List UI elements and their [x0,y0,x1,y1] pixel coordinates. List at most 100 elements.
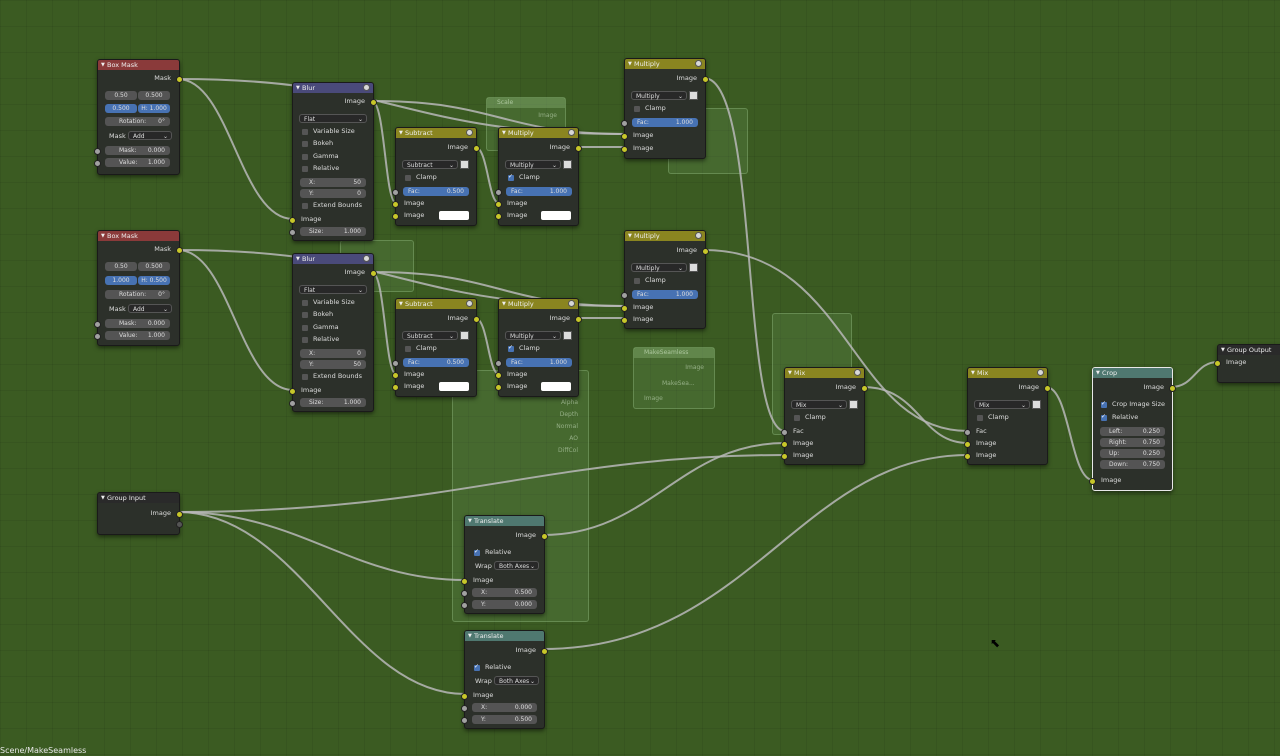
multiply-node-2[interactable]: ▼Multiply Image Multiply⌄ Clamp Fac:1.00… [495,298,582,397]
mask-type-select[interactable]: Add⌄ [128,304,172,313]
image-input-2-socket[interactable] [964,453,971,460]
rotation-field[interactable]: Rotation:0° [105,117,170,126]
image-input-2-socket[interactable] [781,453,788,460]
size-input-field[interactable]: Size:1.000 [300,398,366,407]
image-input-1-socket[interactable] [495,372,502,379]
blend-mode-select[interactable]: Multiply⌄ [505,160,561,169]
value-input-field[interactable]: Value:1.000 [105,331,170,340]
image-input-1-socket[interactable] [621,133,628,140]
value-input-socket[interactable] [94,160,101,167]
image-output-socket[interactable] [473,145,480,152]
mask-output-socket[interactable] [176,247,183,254]
translate-x-socket[interactable] [461,705,468,712]
translate-x-socket[interactable] [461,590,468,597]
empty-output-socket[interactable] [176,521,183,528]
blend-mode-select[interactable]: Mix⌄ [791,400,847,409]
collapse-triangle-icon[interactable]: ▼ [468,633,472,639]
fac-input-socket[interactable] [495,360,502,367]
crop-down-field[interactable]: Down:0.750 [1100,460,1165,469]
blend-mode-select[interactable]: Subtract⌄ [402,331,458,340]
relative-checkbox[interactable] [1101,413,1107,421]
translate-y-socket[interactable] [461,602,468,609]
collapse-triangle-icon[interactable]: ▼ [101,62,105,68]
value-input-socket[interactable] [94,333,101,340]
fac-field[interactable]: Fac:1.000 [506,187,572,196]
collapse-triangle-icon[interactable]: ▼ [101,233,105,239]
mix-node-2[interactable]: ▼Mix Image Mix⌄ Clamp Fac Image Image [964,367,1051,465]
subtract-header[interactable]: ▼Subtract [396,128,476,138]
fac-input-socket[interactable] [392,360,399,367]
mask-input-field[interactable]: Mask:0.000 [105,319,170,328]
image-output-socket[interactable] [575,145,582,152]
box-mask-header[interactable]: ▼Box Mask [98,231,179,241]
preview-toggle-icon[interactable] [1037,369,1044,376]
relative-checkbox[interactable] [302,337,308,343]
translate-x-field[interactable]: X:0.000 [472,703,537,712]
multiply-header[interactable]: ▼Multiply [625,59,705,69]
group-input-node[interactable]: ▼Group Input Image [97,492,183,535]
image-input-socket[interactable] [289,217,296,224]
translate-y-socket[interactable] [461,717,468,724]
collapse-triangle-icon[interactable]: ▼ [502,130,506,136]
box-y-field[interactable]: 0.500 [138,91,170,100]
crop-left-field[interactable]: Left:0.250 [1100,427,1165,436]
image-output-socket[interactable] [702,248,709,255]
clamp-checkbox[interactable] [405,175,411,181]
box-width-field[interactable]: 1.000 [105,276,137,285]
group-output-node[interactable]: ▼Group Output Image [1214,344,1280,383]
size-x-field[interactable]: X:0 [300,349,366,358]
blur-header[interactable]: ▼Blur [293,83,373,93]
group-output-header[interactable]: ▼Group Output [1218,345,1280,355]
rotation-field[interactable]: Rotation:0° [105,290,170,299]
blur-header[interactable]: ▼Blur [293,254,373,264]
clamp-checkbox[interactable] [977,415,983,421]
mix-node-1[interactable]: ▼Mix Image Mix⌄ Clamp Fac Image Image [781,367,868,465]
multiply-node-4[interactable]: ▼Multiply Image Multiply⌄ Clamp Fac:1.00… [621,230,709,329]
collapse-triangle-icon[interactable]: ▼ [399,130,403,136]
color-swatch[interactable] [439,211,469,220]
clamp-checkbox[interactable] [794,415,800,421]
image-input-2-socket[interactable] [621,317,628,324]
blend-mode-select[interactable]: Multiply⌄ [505,331,561,340]
subtract-node-1[interactable]: ▼Subtract Image Subtract⌄ Clamp Fac:0.50… [392,127,480,226]
box-width-field[interactable]: 0.500 [105,104,137,113]
color-swatch[interactable] [439,382,469,391]
variable-size-checkbox[interactable] [302,300,308,306]
translate-node-1[interactable]: ▼Translate Image Relative Wrap Both Axes… [461,515,548,614]
image-output-socket[interactable] [1044,385,1051,392]
subtract-node-2[interactable]: ▼Subtract Image Subtract⌄ Clamp Fac:0.50… [392,298,480,397]
alpha-toggle-icon[interactable] [563,160,572,169]
image-input-2-socket[interactable] [392,384,399,391]
multiply-header[interactable]: ▼Multiply [625,231,705,241]
box-height-field[interactable]: H: 0.500 [138,276,170,285]
mix-header[interactable]: ▼Mix [785,368,864,378]
crop-node[interactable]: ▼Crop Image Crop Image Size Relative Lef… [1089,367,1176,491]
value-input-field[interactable]: Value:1.000 [105,158,170,167]
multiply-header[interactable]: ▼Multiply [499,299,578,309]
fac-field[interactable]: Fac:1.000 [506,358,572,367]
bokeh-checkbox[interactable] [302,141,308,147]
blend-mode-select[interactable]: Subtract⌄ [402,160,458,169]
crop-header[interactable]: ▼Crop [1093,368,1172,378]
box-mask-header[interactable]: ▼Box Mask [98,60,179,70]
image-input-2-socket[interactable] [392,213,399,220]
collapse-triangle-icon[interactable]: ▼ [1221,347,1225,353]
mask-input-socket[interactable] [94,148,101,155]
relative-checkbox[interactable] [474,548,480,556]
blur-node-1[interactable]: ▼Blur Image Flat⌄ Variable Size Bokeh Ga… [289,82,377,241]
image-output-socket[interactable] [370,270,377,277]
crop-image-size-checkbox[interactable] [1101,400,1107,408]
collapse-triangle-icon[interactable]: ▼ [296,85,300,91]
alpha-toggle-icon[interactable] [689,91,698,100]
image-output-socket[interactable] [370,99,377,106]
preview-toggle-icon[interactable] [568,300,575,307]
collapse-triangle-icon[interactable]: ▼ [296,256,300,262]
variable-size-checkbox[interactable] [302,129,308,135]
image-input-1-socket[interactable] [781,441,788,448]
alpha-toggle-icon[interactable] [460,160,469,169]
alpha-toggle-icon[interactable] [849,400,858,409]
preview-toggle-icon[interactable] [695,60,702,67]
collapse-triangle-icon[interactable]: ▼ [971,370,975,376]
mask-output-socket[interactable] [176,76,183,83]
group-input-header[interactable]: ▼Group Input [98,493,179,503]
